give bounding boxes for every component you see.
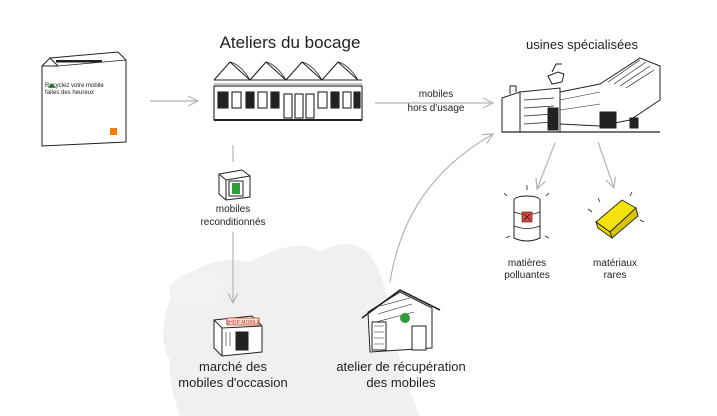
- background-blob: [163, 244, 420, 416]
- gold-ingot-icon: [587, 191, 645, 240]
- recovery-line1: atelier de récupération: [336, 359, 466, 374]
- market-label: marché des mobiles d'occasion: [163, 359, 303, 391]
- phone-box-icon: [218, 169, 251, 201]
- workshop-title: Ateliers du bocage: [219, 33, 361, 52]
- factories-title: usines spécialisées: [525, 37, 638, 52]
- collection-box-text: Recyclez votre mobile faites des heureux: [45, 83, 104, 96]
- refurbished-line2: reconditionnés: [200, 217, 266, 228]
- collection-box-icon: [41, 51, 127, 147]
- toxic-barrel-icon: [503, 185, 550, 242]
- refurbished-label: mobiles reconditionnés: [188, 204, 278, 228]
- recovery-line2: des mobiles: [366, 375, 436, 391]
- workshop-building-icon: [213, 61, 363, 121]
- pollutants-line1: matières: [507, 258, 547, 269]
- background-blob-left: [170, 271, 223, 307]
- flow-arrows: [150, 101, 614, 303]
- end-of-life-label: mobiles hors d'usage: [396, 89, 476, 114]
- end-of-life-line2: hors d'usage: [407, 103, 465, 114]
- recycle-icon: [48, 83, 56, 88]
- refurbished-line1: mobiles: [215, 204, 251, 215]
- arrow-recovery-to-factory: [389, 134, 493, 283]
- pollutants-label: matières polluantes: [497, 258, 557, 281]
- recycling-workshop-icon: [361, 289, 441, 353]
- shop-sign: SHOP MOBILE: [226, 320, 261, 326]
- market-line2: mobiles d'occasion: [178, 375, 288, 391]
- collection-box-line1: Recyclez votre mobile: [45, 83, 104, 89]
- collection-box-line2: faites des heureux: [45, 89, 95, 96]
- rare-materials-label: matériaux rares: [585, 258, 645, 281]
- arrow-factory-to-pollutants: [537, 142, 556, 189]
- rare-line1: matériaux: [593, 258, 637, 269]
- recycle-sign-icon: [400, 313, 410, 323]
- pollutants-line2: polluantes: [504, 270, 550, 281]
- recovery-label: atelier de récupération des mobiles: [316, 359, 486, 391]
- factory-icon: [501, 57, 661, 133]
- rare-line2: rares: [603, 270, 627, 281]
- shop-building-icon: SHOP MOBILE: [213, 315, 263, 357]
- arrow-factory-to-rare: [597, 141, 614, 188]
- brand-logo-icon: [110, 128, 117, 135]
- end-of-life-line1: mobiles: [418, 89, 454, 100]
- market-line1: marché des: [199, 359, 267, 374]
